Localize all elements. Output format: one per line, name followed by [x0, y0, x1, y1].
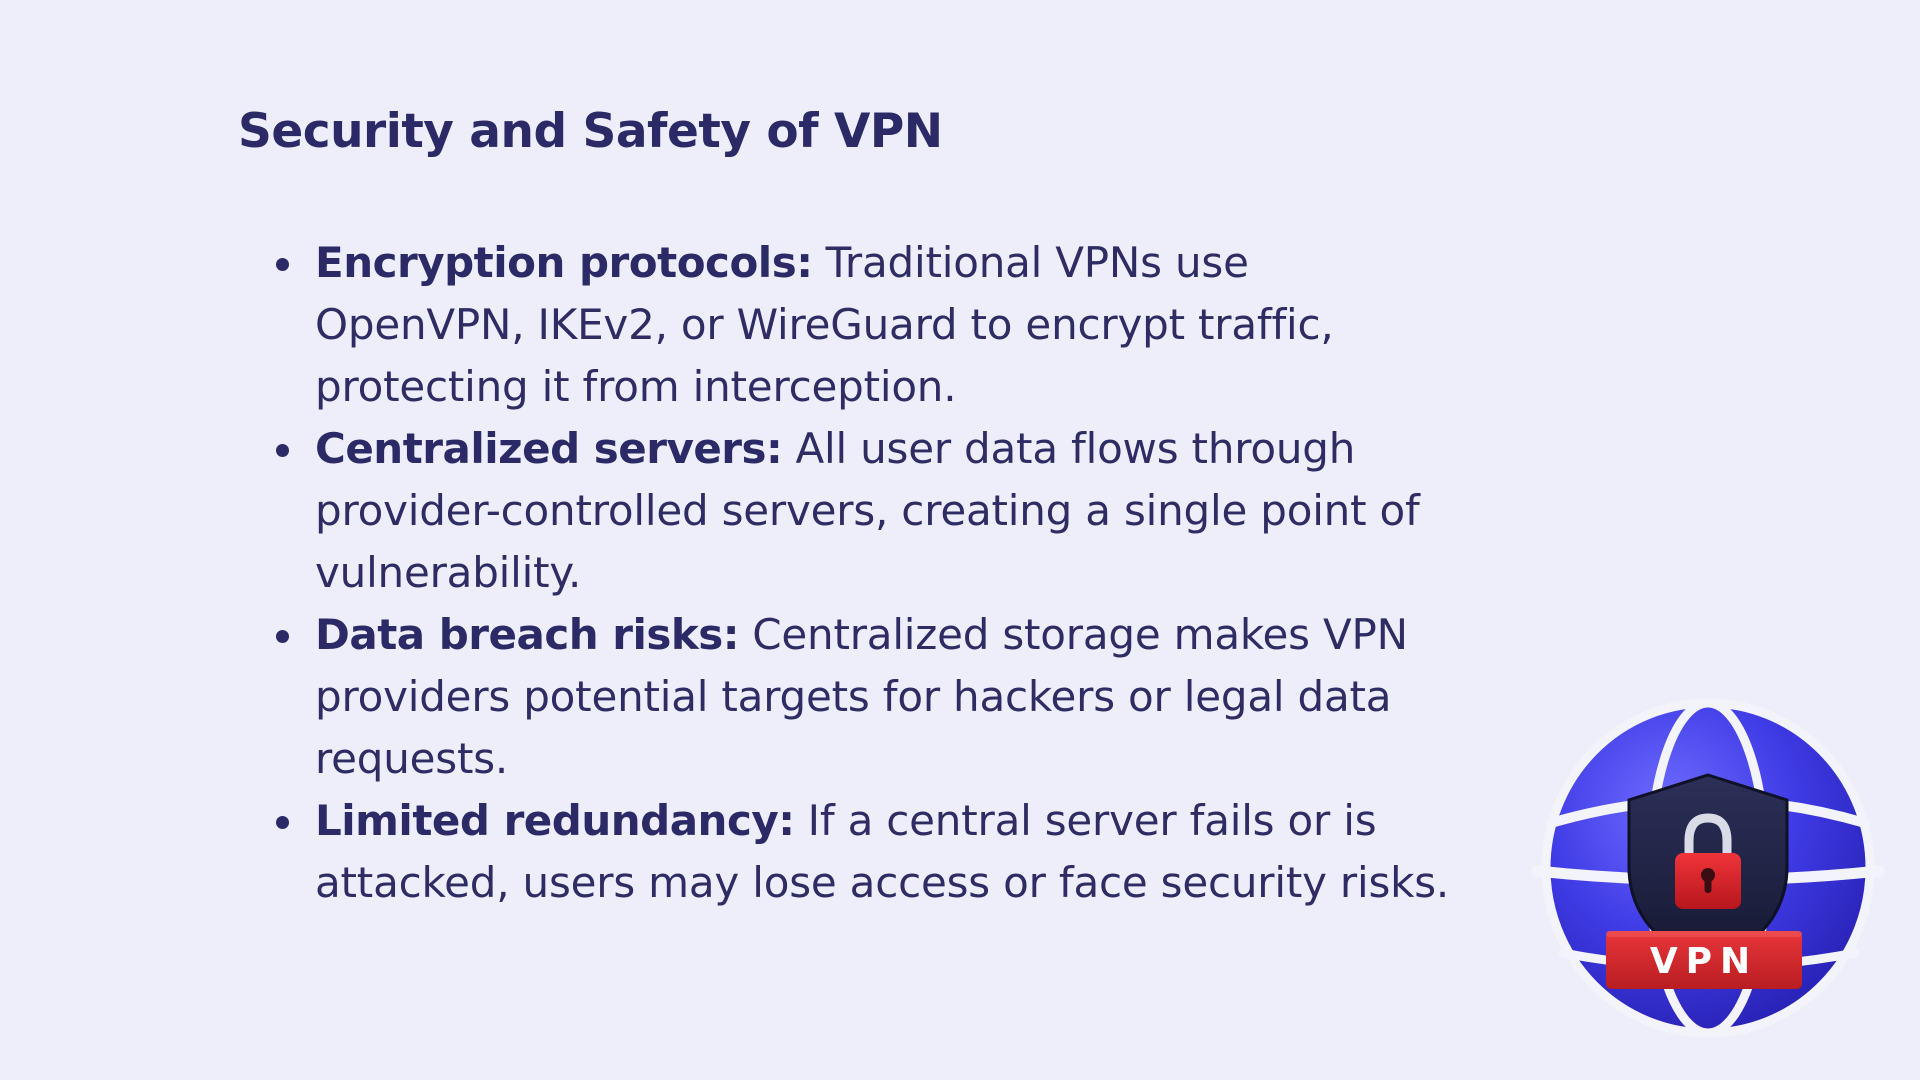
bullet-text: All user data flows through provider-con… [315, 424, 1420, 597]
bullet-dot [276, 630, 289, 643]
bullet-term: Data breach risks: [315, 610, 740, 659]
bullet-text: Centralized storage makes VPN providers … [315, 610, 1408, 783]
bullet-term: Encryption protocols: [315, 238, 813, 287]
bullet-list: Encryption protocols: Traditional VPNs u… [276, 232, 1465, 914]
vpn-label: VPN [1650, 941, 1758, 982]
slide-title: Security and Safety of VPN [238, 104, 943, 159]
vpn-banner: VPN [1606, 931, 1802, 989]
bullet-dot [276, 816, 289, 829]
bullet-dot [276, 258, 289, 271]
bullet-text: Traditional VPNs use OpenVPN, IKEv2, or … [315, 238, 1334, 411]
bullet-text: If a central server fails or is attacked… [315, 796, 1450, 907]
bullet-item-centralized-servers: Centralized servers: All user data flows… [276, 418, 1465, 604]
bullet-term: Centralized servers: [315, 424, 783, 473]
bullet-item-limited-redundancy: Limited redundancy: If a central server … [276, 790, 1465, 914]
padlock-icon [1675, 813, 1741, 909]
bullet-item-encryption: Encryption protocols: Traditional VPNs u… [276, 232, 1465, 418]
bullet-item-data-breach: Data breach risks: Centralized storage m… [276, 604, 1465, 790]
vpn-globe-lock-icon: VPN [1531, 698, 1885, 1038]
bullet-term: Limited redundancy: [315, 796, 795, 845]
bullet-dot [276, 444, 289, 457]
